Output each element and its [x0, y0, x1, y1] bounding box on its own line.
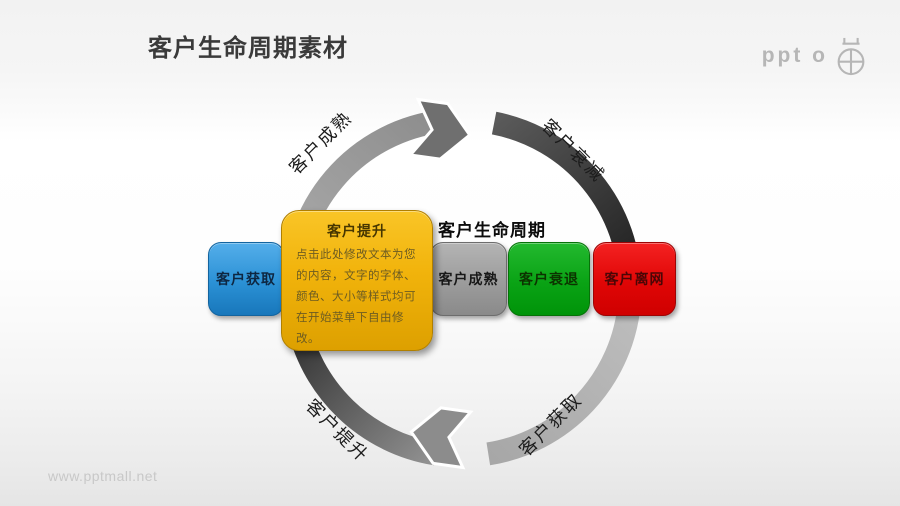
brand-logo-text: ppt o [761, 44, 828, 67]
stage-box-promotion-callout: 客户提升 点击此处修改文本为您的内容，文字的字体、颜色、大小等样式均可在开始菜单… [281, 210, 433, 351]
arc-bottom-right [486, 301, 641, 466]
chevron-arrow-bottom-icon [409, 406, 474, 470]
chevron-arrow-top-icon [407, 97, 472, 161]
stage-box-decline: 客户衰退 [508, 242, 590, 316]
stage-box-maturity: 客户成熟 [430, 242, 507, 316]
compass-watch-icon [837, 37, 865, 76]
stage-box-churn-label: 客户离网 [604, 271, 665, 287]
stage-box-maturity-label: 客户成熟 [438, 271, 499, 287]
stage-box-promotion-description: 点击此处修改文本为您的内容，文字的字体、颜色、大小等样式均可在开始菜单下自由修改… [296, 249, 416, 345]
site-watermark: www.pptmall.net [48, 468, 158, 484]
stage-box-acquisition: 客户获取 [208, 242, 284, 316]
page-title: 客户生命周期素材 [148, 35, 348, 62]
stage-box-acquisition-label: 客户获取 [216, 271, 276, 287]
stage-box-decline-label: 客户衰退 [519, 271, 579, 287]
stage-box-promotion-title: 客户提升 [327, 223, 387, 239]
brand-logo: ppt o [762, 36, 870, 76]
stage-box-churn: 客户离网 [593, 242, 676, 316]
lifecycle-caption: 客户生命周期 [438, 221, 546, 240]
